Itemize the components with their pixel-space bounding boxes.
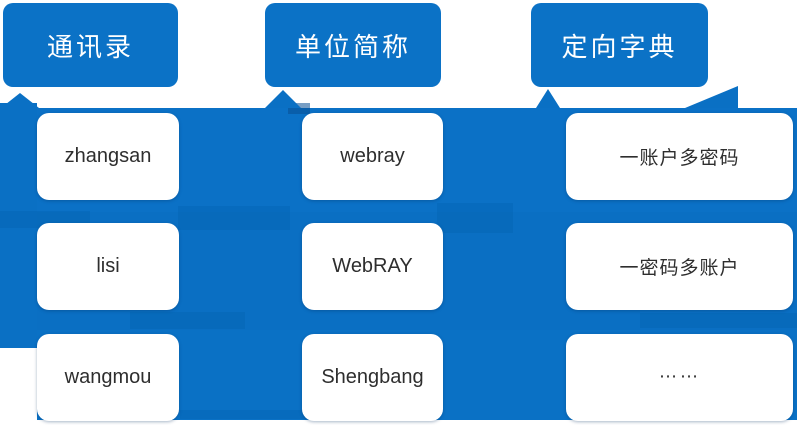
card-company-abbr-row1: webray xyxy=(302,113,443,200)
card-targeted-dict-row3: …… xyxy=(566,334,793,421)
card-label: wangmou xyxy=(64,366,152,388)
callout-tail-contacts xyxy=(1,93,39,108)
column-header-targeted-dict: 定向字典 xyxy=(531,3,708,87)
card-label: …… xyxy=(658,361,701,382)
callout-tail-company-abbr xyxy=(265,90,301,108)
column-header-label: 单位简称 xyxy=(294,31,411,62)
card-contacts-row3: wangmou xyxy=(37,334,179,421)
card-targeted-dict-row2: 一密码多账户 xyxy=(566,223,793,310)
card-label: Shengbang xyxy=(321,366,424,388)
card-contacts-row2: lisi xyxy=(37,223,179,310)
panel-corner-tail xyxy=(685,86,738,108)
card-label: WebRAY xyxy=(332,255,413,277)
callout-tail-targeted-dict xyxy=(536,89,560,108)
card-label: webray xyxy=(340,145,405,167)
card-targeted-dict-row1: 一账户多密码 xyxy=(566,113,793,200)
card-company-abbr-row2: WebRAY xyxy=(302,223,443,310)
column-header-label: 通讯录 xyxy=(46,31,134,62)
column-header-contacts: 通讯录 xyxy=(3,3,178,87)
card-label: 一账户多密码 xyxy=(619,148,740,169)
card-label: zhangsan xyxy=(64,145,152,167)
card-company-abbr-row3: Shengbang xyxy=(302,334,443,421)
card-label: lisi xyxy=(96,255,120,277)
column-header-label: 定向字典 xyxy=(561,31,678,62)
column-header-company-abbr: 单位简称 xyxy=(265,3,441,87)
card-contacts-row1: zhangsan xyxy=(37,113,179,200)
panel-left-strip xyxy=(0,103,37,348)
card-label: 一密码多账户 xyxy=(619,258,740,279)
